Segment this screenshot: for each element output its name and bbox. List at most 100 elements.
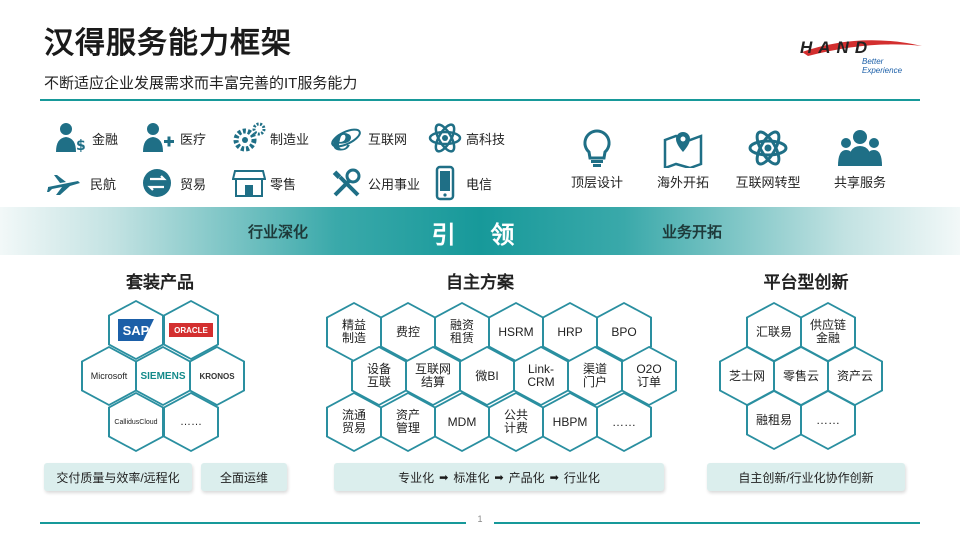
store-icon bbox=[232, 170, 266, 197]
arrow-right-icon: ➡ bbox=[494, 471, 504, 484]
hex-item: MDM bbox=[434, 392, 490, 452]
section-title-platform: 平台型创新 bbox=[763, 273, 849, 292]
hex-label: BPO bbox=[598, 304, 650, 360]
footer-line-right bbox=[494, 522, 920, 524]
hex-label: 流通 贸易 bbox=[328, 394, 380, 450]
hex-label: Link- CRM bbox=[515, 348, 567, 404]
industry-finance: $ 金融 bbox=[54, 122, 118, 154]
industry-label: 民航 bbox=[90, 176, 117, 192]
hex-logo-microsoft: Microsoft bbox=[81, 346, 137, 406]
industry-medical: 医疗 bbox=[142, 122, 206, 154]
page-number: 1 bbox=[477, 514, 483, 524]
industry-label: 互联网 bbox=[368, 131, 408, 147]
capability-label: 共享服务 bbox=[833, 175, 886, 190]
industry-trade: 贸易 bbox=[142, 167, 206, 199]
hex-label: 融资 租赁 bbox=[436, 304, 488, 360]
industry-internet: e 互联网 bbox=[330, 122, 407, 154]
atom-icon bbox=[428, 123, 462, 153]
hex-logo-sap: SAP bbox=[108, 300, 164, 360]
band-left-label: 行业深化 bbox=[248, 224, 309, 241]
industry-retail: 零售 bbox=[232, 167, 296, 199]
lightbulb-icon bbox=[583, 129, 611, 167]
pill-step: 行业化 bbox=[563, 470, 600, 485]
arrow-right-icon: ➡ bbox=[439, 471, 449, 484]
hex-label: O2O 订单 bbox=[623, 348, 675, 404]
pill-step: 专业化 bbox=[398, 470, 435, 485]
team-icon bbox=[838, 130, 882, 166]
tools-icon bbox=[332, 168, 361, 197]
hex-label: …… bbox=[802, 392, 854, 448]
logo-tagline: Better Experience bbox=[862, 57, 903, 75]
page-title: 汉得服务能力框架 bbox=[44, 27, 292, 60]
airplane-icon bbox=[47, 175, 80, 195]
capability-overseas: 海外开拓 bbox=[643, 128, 723, 191]
industry-label: 贸易 bbox=[180, 176, 207, 192]
hex-label: 芝士网 bbox=[721, 348, 773, 404]
hex-label: 资产 管理 bbox=[382, 394, 434, 450]
hex-label: 互联网 结算 bbox=[407, 348, 459, 404]
industry-label: 高科技 bbox=[466, 131, 506, 147]
industry-label: 制造业 bbox=[270, 131, 310, 147]
industry-label: 零售 bbox=[270, 176, 297, 192]
hex-label: 公共 计费 bbox=[490, 394, 542, 450]
callidus-logo: CallidusCloud bbox=[114, 418, 158, 426]
hex-item: 流通 贸易 bbox=[326, 392, 382, 452]
band-right-label: 业务开拓 bbox=[662, 224, 723, 241]
pill-step: 产品化 bbox=[508, 470, 545, 485]
industry-label: 金融 bbox=[92, 131, 119, 147]
phone-icon bbox=[435, 165, 455, 201]
company-logo: HAND Better Experience bbox=[800, 34, 925, 75]
industry-label: 电信 bbox=[466, 176, 493, 192]
exchange-icon bbox=[143, 169, 171, 197]
siemens-logo: SIEMENS bbox=[140, 370, 186, 382]
industry-telecom: 电信 bbox=[428, 165, 492, 201]
sap-logo: SAP bbox=[118, 319, 154, 341]
capability-label: 海外开拓 bbox=[656, 175, 709, 190]
capability-label: 互联网转型 bbox=[735, 175, 801, 190]
gears-icon bbox=[233, 122, 266, 152]
industry-label: 公用事业 bbox=[368, 176, 421, 192]
hex-label: HBPM bbox=[544, 394, 596, 450]
section-title-solutions: 自主方案 bbox=[446, 273, 514, 292]
pill-label: 全面运维 bbox=[219, 470, 268, 485]
industry-label: 医疗 bbox=[180, 131, 207, 147]
pill-full-ops: 全面运维 bbox=[201, 463, 287, 491]
internet-explorer-icon: e bbox=[331, 122, 361, 154]
pill-label: 自主创新/行业化协作创新 bbox=[738, 470, 874, 485]
map-pin-icon bbox=[663, 132, 703, 168]
hex-label: 零售云 bbox=[775, 348, 827, 404]
more-ellipsis: …… bbox=[180, 415, 202, 428]
page-subtitle: 不断适应企业发展需求而丰富完善的IT服务能力 bbox=[44, 75, 358, 92]
hex-label: 资产云 bbox=[829, 348, 881, 404]
lead-band: 行业深化 引 领 业务开拓 bbox=[0, 207, 960, 255]
oracle-logo: ORACLE bbox=[169, 323, 213, 337]
kronos-logo: KRONOS bbox=[199, 371, 235, 381]
hex-label: 供应链 金融 bbox=[802, 304, 854, 360]
pill-platform-innovation: 自主创新/行业化协作创新 bbox=[707, 463, 905, 491]
hex-label: 微BI bbox=[461, 348, 513, 404]
band-center-label: 引 领 bbox=[431, 222, 529, 249]
hex-label: 渠道 门户 bbox=[569, 348, 621, 404]
pill-label: 交付质量与效率/远程化 bbox=[56, 470, 180, 485]
logo-text: HAND bbox=[800, 38, 874, 57]
logo-swoosh-icon bbox=[802, 40, 922, 56]
industry-aviation: 民航 bbox=[40, 167, 116, 199]
capability-label: 顶层设计 bbox=[570, 175, 623, 190]
capability-top-design: 顶层设计 bbox=[557, 128, 637, 191]
pill-delivery-quality: 交付质量与效率/远程化 bbox=[44, 463, 192, 491]
capability-shared-service: 共享服务 bbox=[820, 128, 900, 191]
hex-item: 设备 互联 bbox=[351, 346, 407, 406]
section-title-packaged: 套装产品 bbox=[126, 273, 194, 292]
finance-icon: $ bbox=[56, 123, 86, 154]
medical-icon bbox=[143, 123, 174, 152]
arrow-right-icon: ➡ bbox=[549, 471, 559, 484]
industry-manufacturing: 制造业 bbox=[232, 122, 309, 154]
hex-label: 设备 互联 bbox=[353, 348, 405, 404]
hex-label: 融租易 bbox=[748, 392, 800, 448]
pill-step: 标准化 bbox=[453, 470, 490, 485]
header-divider bbox=[40, 99, 920, 101]
hex-label: …… bbox=[598, 394, 650, 450]
footer-line-left bbox=[40, 522, 466, 524]
svg-text:$: $ bbox=[76, 138, 86, 154]
industry-hightech: 高科技 bbox=[428, 122, 505, 154]
